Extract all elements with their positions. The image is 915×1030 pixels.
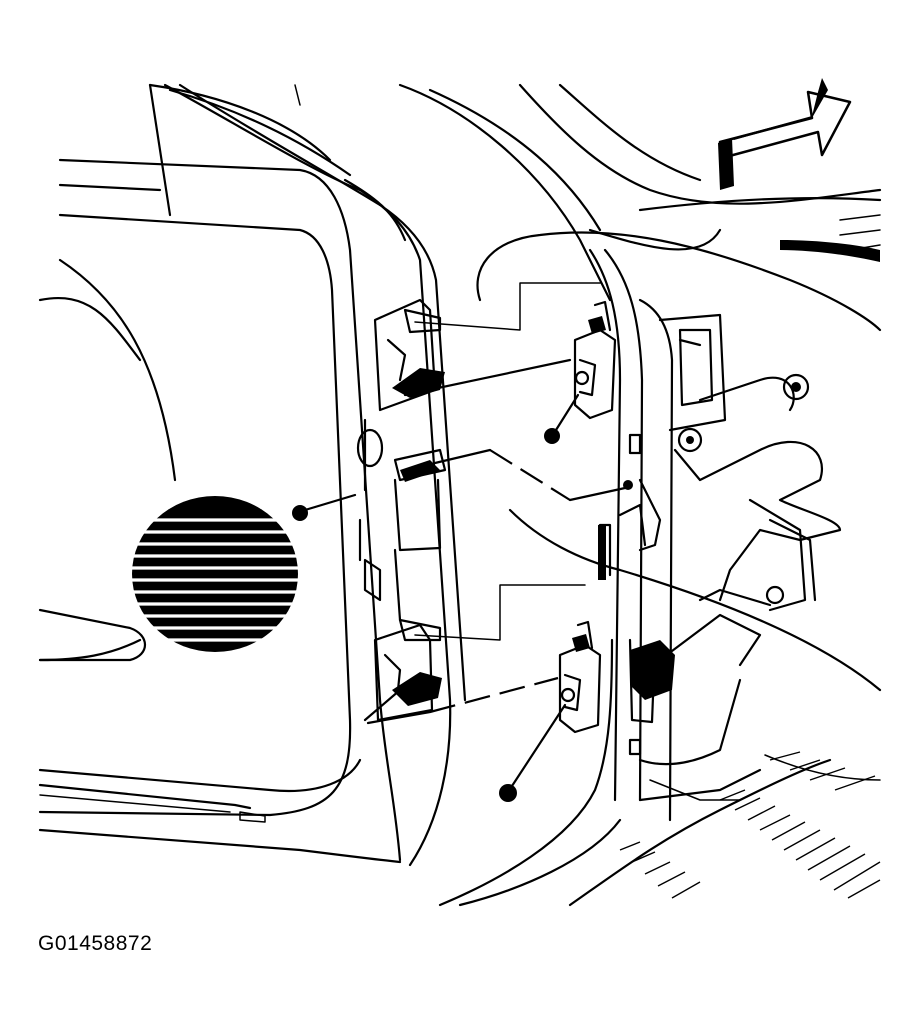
wiring-connector bbox=[598, 503, 675, 724]
body-hinge-lower bbox=[558, 620, 602, 734]
bolt-body-upper bbox=[544, 393, 580, 444]
forward-arrow-icon bbox=[718, 78, 852, 190]
body-hinge-pillar bbox=[398, 83, 882, 907]
bolt-body-lower bbox=[499, 703, 567, 802]
figure-id-label: G01458872 bbox=[38, 932, 153, 955]
floor-hatching bbox=[619, 751, 881, 899]
body-hinge-upper bbox=[573, 300, 617, 420]
door-outer-panel bbox=[38, 83, 467, 867]
speaker-grille bbox=[131, 496, 298, 652]
leader-lines bbox=[363, 282, 627, 725]
door-hinge-mounts bbox=[356, 298, 447, 722]
bolt-door-left bbox=[292, 493, 357, 521]
